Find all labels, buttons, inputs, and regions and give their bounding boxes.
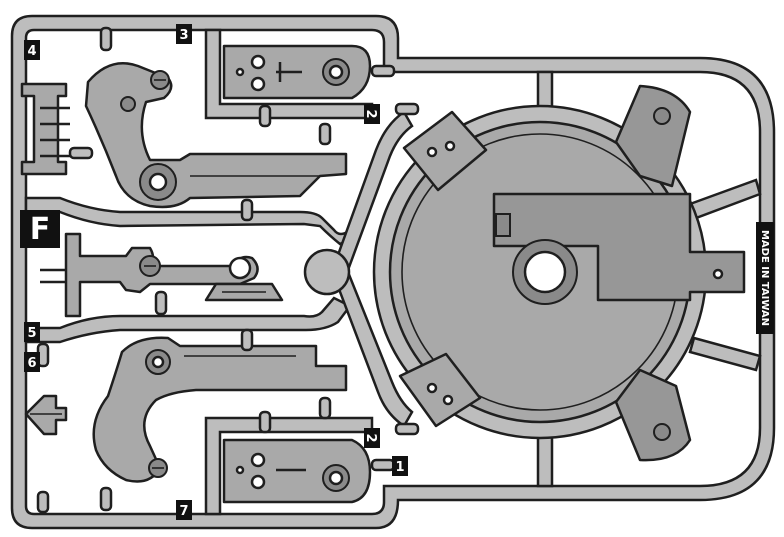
- sprue-gates: [36, 26, 420, 514]
- part-number: 6: [27, 356, 36, 371]
- top-plate-hole-a: [250, 54, 266, 70]
- gate: [99, 26, 113, 52]
- gate: [394, 422, 420, 436]
- part-tag-7: 7: [176, 500, 192, 520]
- imprint-text: MADE IN TAIWAN: [759, 230, 770, 326]
- gate: [318, 122, 332, 146]
- top-plate-part: [204, 28, 374, 120]
- clamp-bottom-hole-b: [442, 394, 454, 406]
- gate: [318, 396, 332, 420]
- runner-spoke-right-upper: [688, 178, 762, 220]
- part-number: 4: [27, 44, 36, 59]
- middle-key-prongs: [40, 268, 66, 284]
- bottom-plate-part: [204, 416, 374, 516]
- gate: [370, 64, 396, 78]
- disc-wing-bottom: [614, 368, 692, 462]
- part-number: 7: [179, 504, 188, 519]
- gate: [394, 102, 420, 116]
- lower-arm-part: [92, 336, 348, 483]
- top-plate-hole-b: [250, 76, 266, 92]
- disc-wing-top: [614, 84, 692, 188]
- gate: [258, 104, 272, 128]
- comb-body: [20, 82, 68, 176]
- part-tag-3: 3: [176, 24, 192, 44]
- bottom-plate-frame: [204, 416, 374, 516]
- clamp-top-hole-a: [426, 146, 438, 158]
- part-tag-6: 6: [24, 352, 40, 372]
- bracket-part: [24, 394, 68, 436]
- runner-diagonal-bottom: [332, 270, 414, 428]
- runner-spoke-right-lower: [688, 336, 762, 372]
- runner-spoke-top: [536, 70, 554, 110]
- lower-arm-boss-hole: [151, 355, 165, 369]
- upper-arm-boss-hole: [148, 172, 168, 192]
- disc-clamp-top: [402, 110, 488, 192]
- bracket-body: [24, 394, 68, 436]
- bottom-plate-hole-b: [250, 474, 266, 490]
- wing-bottom-hole: [653, 423, 671, 441]
- disc-arm-pin-hole: [712, 268, 724, 280]
- middle-key-ring: [228, 256, 252, 280]
- middle-key-body: [64, 232, 259, 318]
- disc-clamp-bottom: [398, 352, 482, 428]
- gate: [258, 410, 272, 434]
- disc-part: [372, 84, 746, 462]
- middle-key-part: [40, 232, 284, 318]
- part-number: 3: [179, 28, 188, 43]
- bottom-plate-pin-hole: [235, 465, 245, 475]
- gate: [370, 458, 396, 472]
- gate: [68, 146, 94, 160]
- imprint-tag: MADE IN TAIWAN: [756, 222, 774, 334]
- top-plate-pin-hole: [235, 67, 245, 77]
- disc-arm-slot: [495, 213, 511, 237]
- runner-junction-knob: [303, 248, 351, 296]
- bottom-plate-boss-hole: [328, 470, 344, 486]
- comb-teeth: [40, 106, 70, 158]
- part-number: 2: [363, 109, 378, 118]
- part-tag-4: 4: [24, 40, 40, 60]
- gate: [240, 328, 254, 352]
- gate: [240, 198, 254, 222]
- upper-arm-pivot: [120, 96, 136, 112]
- disc-center-hole: [523, 250, 567, 294]
- clamp-bottom-hole-a: [426, 382, 438, 394]
- gate: [36, 490, 50, 514]
- comb-part: [20, 82, 70, 176]
- wing-top-hole: [653, 107, 671, 125]
- part-number: 5: [27, 326, 36, 341]
- gate: [99, 486, 113, 512]
- outer-runner-frame: [10, 14, 776, 530]
- runner-diagonal-top: [332, 110, 414, 272]
- part-number: 2: [363, 433, 378, 442]
- part-tag-2-bottom: 2: [363, 428, 380, 448]
- runner-spoke-bottom: [536, 430, 554, 488]
- part-tag-5: 5: [24, 322, 40, 342]
- part-number: 1: [395, 460, 404, 475]
- clamp-top-hole-b: [444, 140, 456, 152]
- sprue-letter: F: [30, 212, 51, 247]
- gate: [154, 290, 168, 316]
- part-tag-2-top: 2: [363, 104, 380, 124]
- upper-arm-part: [84, 62, 348, 209]
- top-plate-boss-hole: [328, 64, 344, 80]
- sprue-letter-tag: F: [20, 210, 60, 248]
- part-tag-1: 1: [392, 456, 408, 476]
- bottom-plate-hole-a: [250, 452, 266, 468]
